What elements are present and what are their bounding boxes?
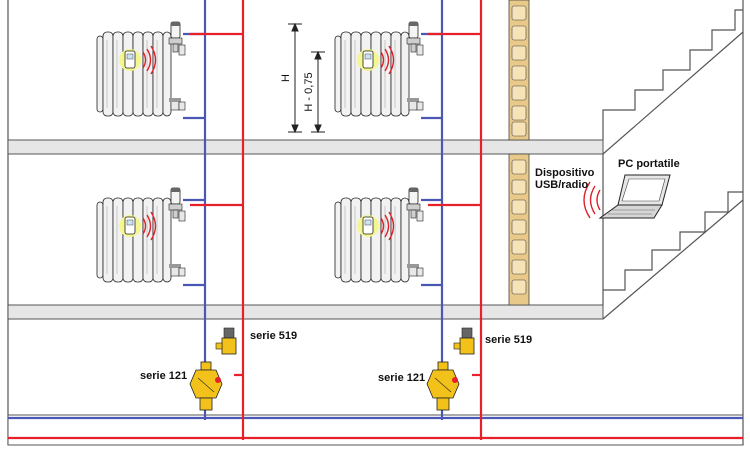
device-type-label: USB/radio [535, 179, 588, 191]
sensor-height-label: H - 0,75 [303, 72, 315, 111]
radiator-lower-left [96, 187, 186, 283]
building-structure [7, 0, 744, 446]
actuator-valve-icon [453, 327, 475, 355]
radiator-upper-left [96, 21, 186, 117]
balancing-valve-icon [189, 361, 223, 411]
series-519-label-left: serie 519 [250, 330, 297, 342]
floor-slab [7, 304, 604, 320]
device-label: Dispositivo [535, 167, 595, 179]
brick-wall-icon [508, 0, 530, 306]
series-519-label-right: serie 519 [485, 334, 532, 346]
laptop-label: PC portatile [618, 158, 680, 170]
supply-pipes [8, 0, 743, 440]
stairs-icon [602, 0, 744, 445]
radio-waves-icon [583, 181, 601, 219]
laptop-icon [598, 174, 671, 219]
balancing-valve-icon [426, 361, 460, 411]
height-label: H [280, 74, 292, 82]
actuator-valve-icon [215, 327, 237, 355]
radiator-upper-right [334, 21, 424, 117]
series-121-label-right: serie 121 [378, 372, 425, 384]
ground-slab [7, 414, 744, 446]
floor-slab [7, 139, 604, 155]
dimension-h [288, 22, 325, 134]
radiator-lower-right [334, 187, 424, 283]
return-pipes [8, 0, 743, 420]
series-121-label-left: serie 121 [140, 370, 187, 382]
